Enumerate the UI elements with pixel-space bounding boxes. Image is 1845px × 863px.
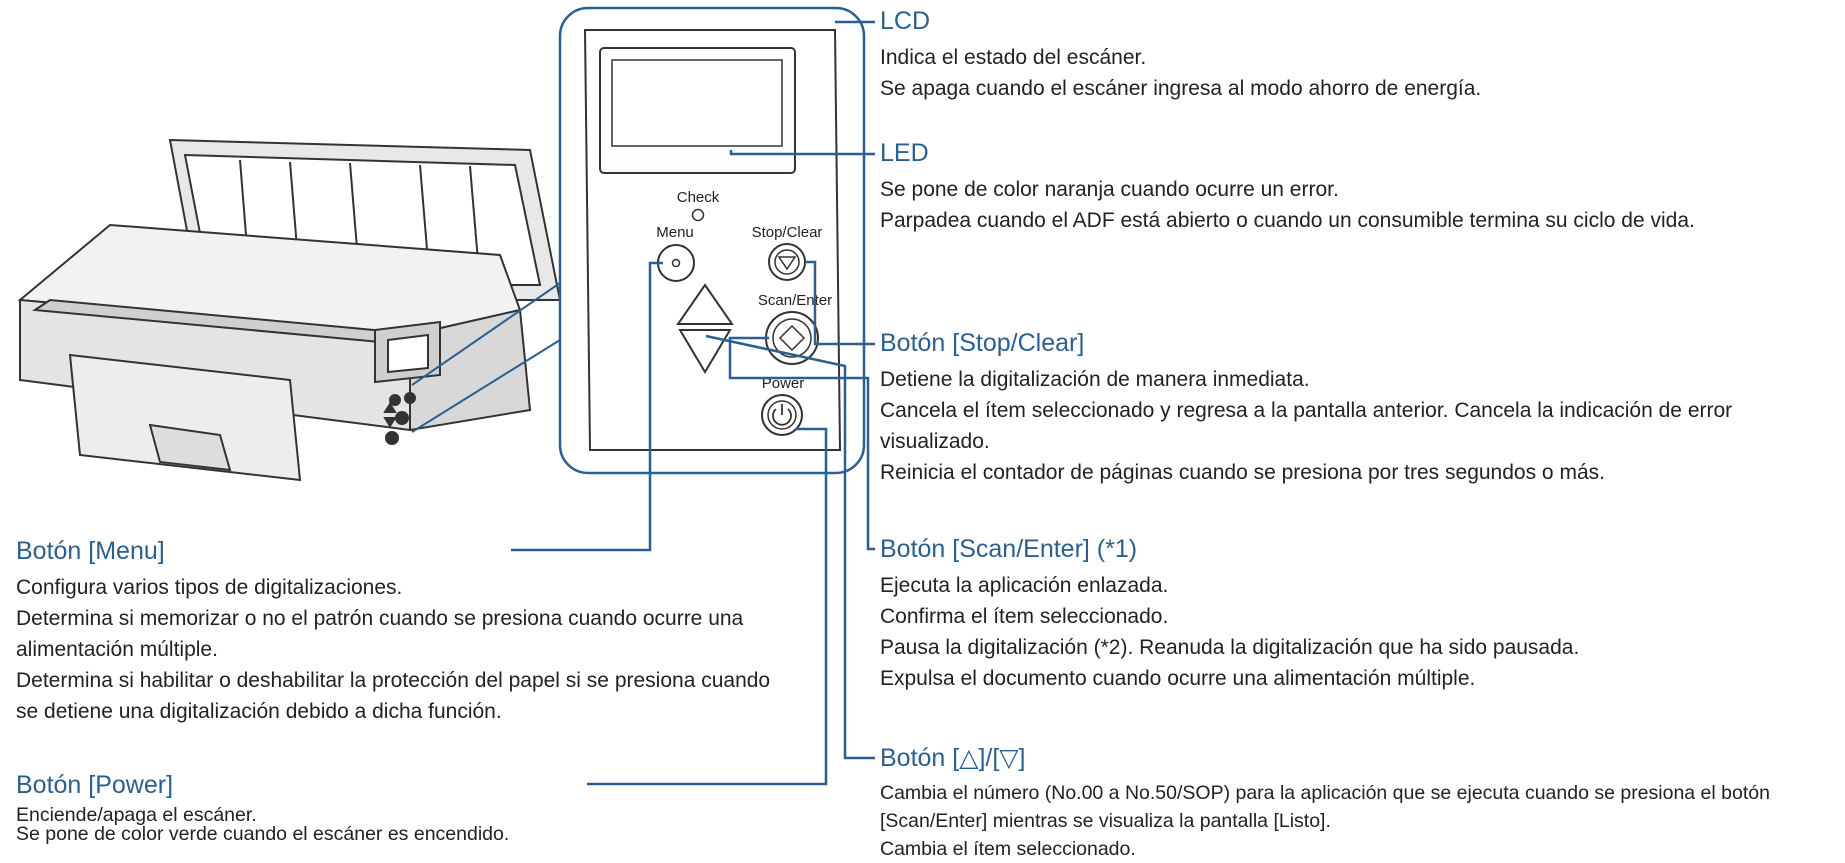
power-leader-line xyxy=(587,427,828,786)
scan-enter-line: Expulsa el documento cuando ocurre una a… xyxy=(880,667,1476,690)
power-title: Botón [Power] xyxy=(16,771,174,799)
scan-enter-description: Ejecuta la aplicación enlazada. Confirma… xyxy=(880,570,1835,694)
menu-description: Configura varios tipos de digitalizacion… xyxy=(16,572,776,727)
scan-enter-line: Ejecuta la aplicación enlazada. xyxy=(880,574,1169,597)
scan-enter-button-icon xyxy=(765,311,819,365)
scan-enter-title: Botón [Scan/Enter] (*1) xyxy=(880,535,1138,563)
power-line: Se pone de color verde cuando el escáner… xyxy=(16,823,510,845)
led-title: LED xyxy=(880,139,929,167)
down-triangle-icon xyxy=(678,329,732,374)
stop-clear-description: Detiene la digitalización de manera inme… xyxy=(880,364,1835,488)
check-label: Check xyxy=(677,189,720,206)
scan-enter-line: Pausa la digitalización (*2). Reanuda la… xyxy=(880,636,1580,659)
stop-clear-line: Reinicia el contador de páginas cuando s… xyxy=(880,461,1605,484)
scan-enter-line: Confirma el ítem seleccionado. xyxy=(880,605,1169,628)
stop-clear-leader-line xyxy=(805,260,875,346)
stop-clear-title: Botón [Stop/Clear] xyxy=(880,329,1085,357)
up-down-title: Botón [△]/[▽] xyxy=(880,744,1026,772)
led-line: Parpadea cuando el ADF está abierto o cu… xyxy=(880,209,1695,232)
menu-leader-line xyxy=(511,261,663,552)
led-description: Se pone de color naranja cuando ocurre u… xyxy=(880,174,1835,236)
scan-enter-label: Scan/Enter xyxy=(758,292,832,309)
stop-clear-label: Stop/Clear xyxy=(752,224,823,241)
leader-lines xyxy=(511,20,875,786)
menu-label: Menu xyxy=(656,224,694,241)
scan-enter-leader-line xyxy=(728,336,875,551)
stop-clear-line: Detiene la digitalización de manera inme… xyxy=(880,368,1310,391)
lcd-description: Indica el estado del escáner. Se apaga c… xyxy=(880,42,1830,104)
up-down-description: Cambia el número (No.00 a No.50/SOP) par… xyxy=(880,779,1835,863)
lcd-line: Indica el estado del escáner. xyxy=(880,46,1147,69)
menu-title: Botón [Menu] xyxy=(16,537,165,565)
stop-clear-line: Cancela el ítem seleccionado y regresa a… xyxy=(880,399,1733,453)
power-line: Enciende/apaga el escáner. xyxy=(16,804,257,826)
up-down-line: Cambia el número (No.00 a No.50/SOP) par… xyxy=(880,782,1770,832)
up-down-leader-line xyxy=(705,334,875,760)
lcd-title: LCD xyxy=(880,7,931,35)
power-description: Enciende/apaga el escáner. Se pone de co… xyxy=(16,804,836,845)
menu-button-icon xyxy=(657,244,695,282)
led-line: Se pone de color naranja cuando ocurre u… xyxy=(880,178,1339,201)
scanner-illustration xyxy=(17,138,562,482)
menu-line: Determina si habilitar o deshabilitar la… xyxy=(16,669,771,723)
check-led xyxy=(691,208,705,222)
led-leader-line xyxy=(729,150,875,156)
control-panel-zoom: Check Menu Stop/Clear Scan/Enter Power xyxy=(558,6,866,475)
up-triangle-icon xyxy=(676,283,734,325)
up-down-line: Cambia el ítem seleccionado. xyxy=(880,838,1136,860)
menu-line: Configura varios tipos de digitalizacion… xyxy=(16,576,403,599)
menu-line: Determina si memorizar o no el patrón cu… xyxy=(16,607,744,661)
lcd-line: Se apaga cuando el escáner ingresa al mo… xyxy=(880,77,1482,100)
